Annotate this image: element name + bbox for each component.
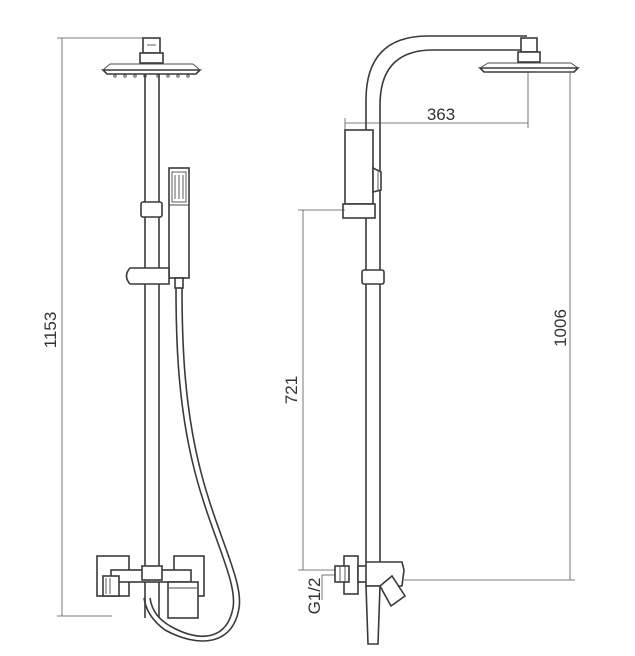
front-mixer-valve [96,555,205,619]
dim-handshower-height-label: 721 [282,376,301,404]
dim-head-height-label: 1006 [551,309,570,347]
front-hose [143,287,241,642]
side-mixer-valve [334,555,407,645]
dim-inlet-thread-label: G1/2 [305,578,324,615]
side-pipe-clamp [361,269,385,285]
dim-head-reach-label: 363 [427,105,455,124]
side-view: 363 1006 721 [282,35,580,645]
front-pipe-clamp [140,201,163,218]
dim-handshower-height: 721 [282,209,345,571]
front-view: 1153 [41,37,241,642]
spray-nozzles [113,74,190,78]
dim-head-height: 1006 [404,71,575,581]
dim-head-reach: 363 [344,72,529,130]
side-rain-shower-head [478,37,580,73]
front-rain-shower-head [101,37,202,78]
dim-total-height-label: 1153 [41,312,60,349]
side-overhead-arm [365,35,527,562]
front-hand-shower [168,167,190,289]
dim-total-height: 1153 [41,37,152,617]
front-hand-shower-holder [125,267,170,285]
front-riser-pipe [144,74,160,618]
side-hand-shower [342,129,382,219]
dim-inlet-thread: G1/2 [305,574,336,615]
